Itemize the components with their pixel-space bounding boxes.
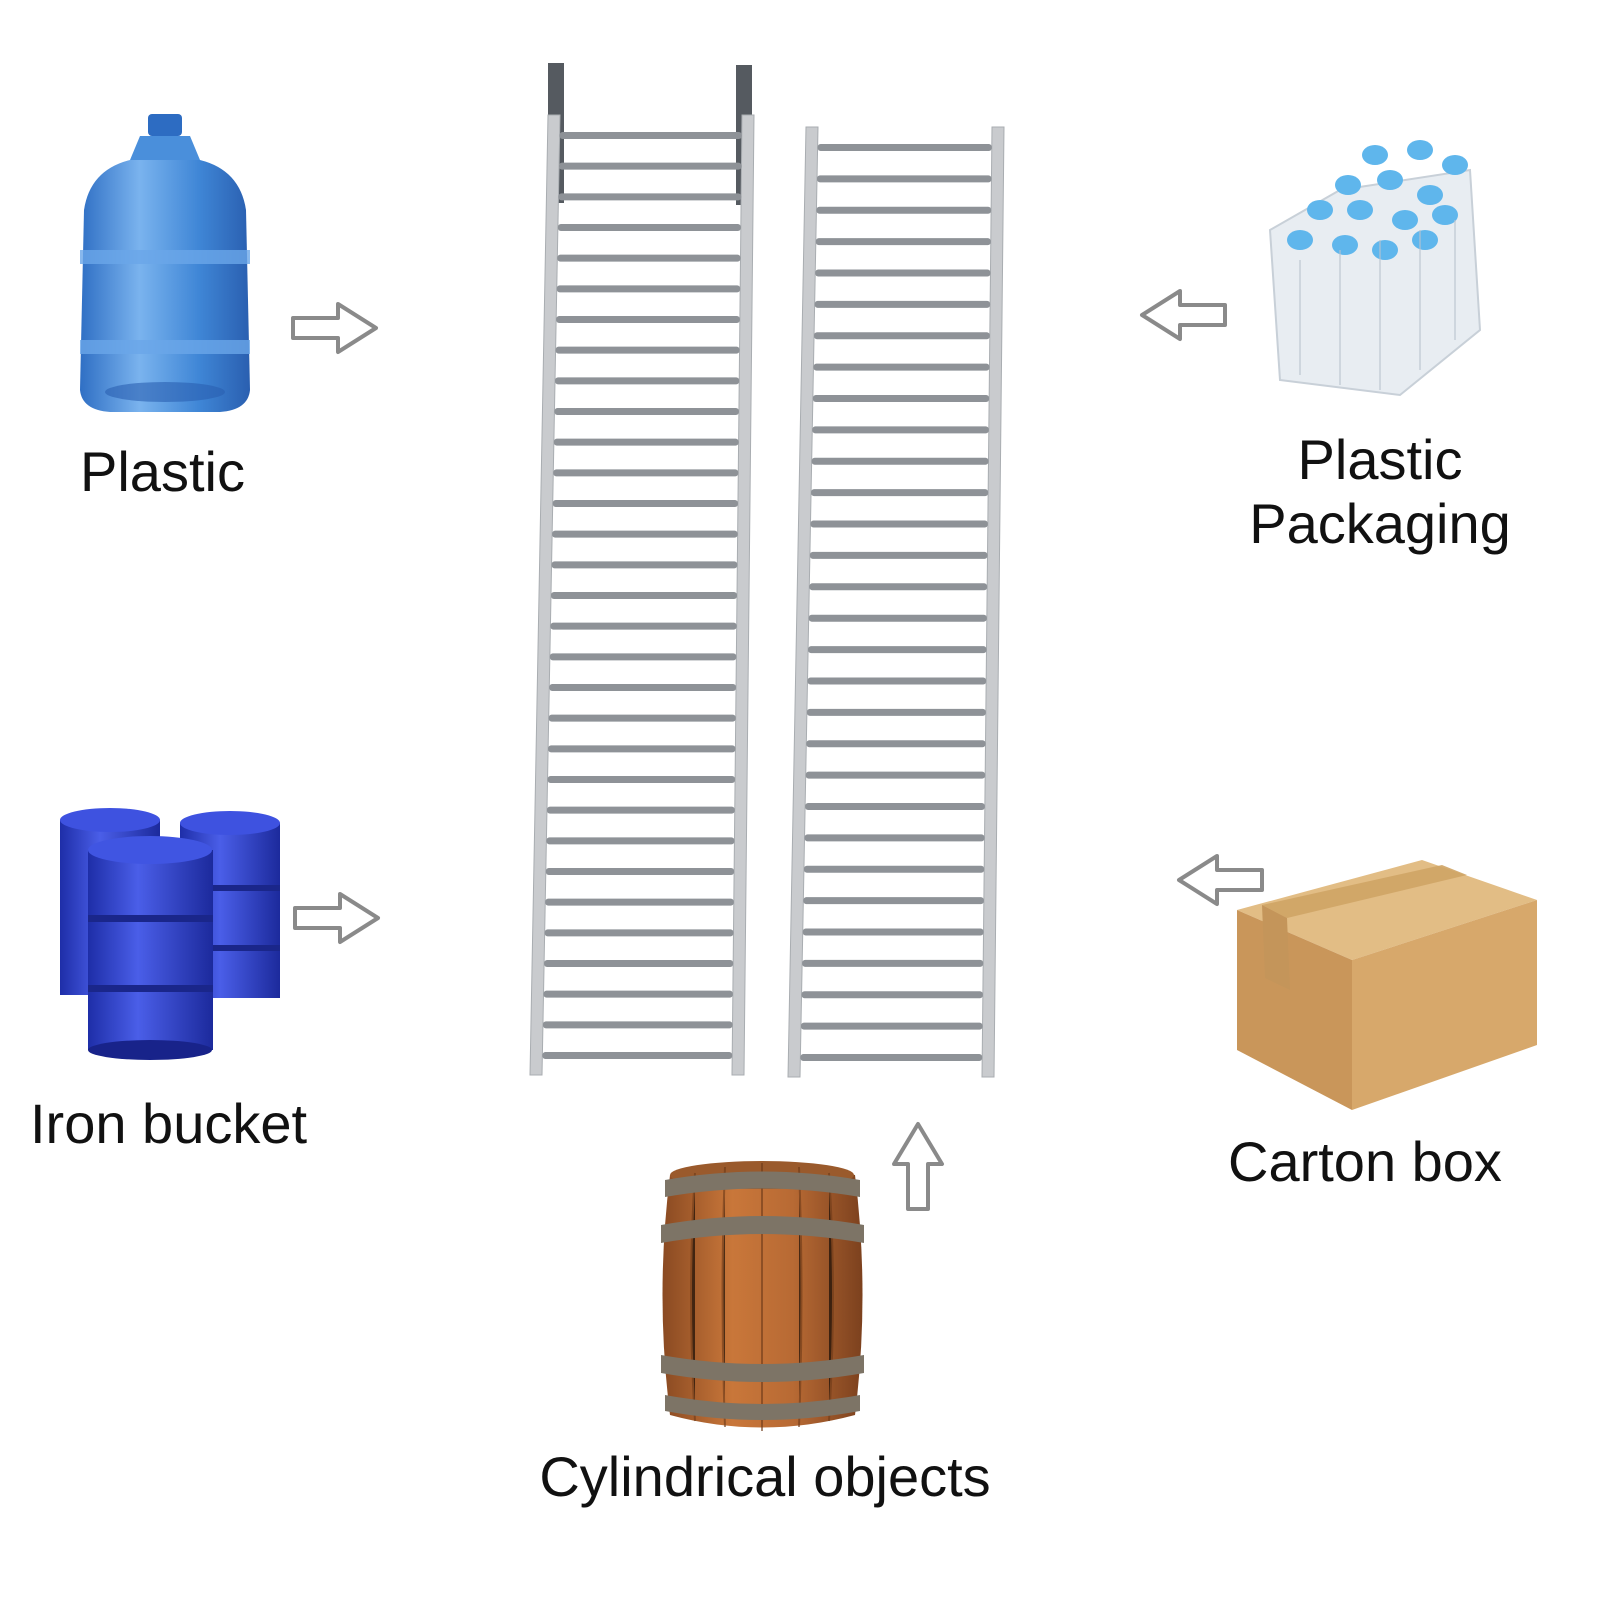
right-ramp-rail-left bbox=[787, 126, 819, 1078]
right-ramp-roller bbox=[800, 1054, 983, 1061]
left-ramp-rail-left bbox=[529, 114, 561, 1076]
left-ramp-roller bbox=[546, 806, 735, 814]
right-ramp-roller bbox=[816, 206, 992, 214]
right-ramp-roller bbox=[814, 332, 990, 340]
bottle-cap bbox=[1432, 205, 1458, 225]
left-ramp-roller bbox=[551, 592, 737, 599]
bottle-cap bbox=[1407, 140, 1433, 160]
right-ramp-rail-right bbox=[981, 126, 1005, 1078]
right-ramp-roller bbox=[805, 771, 986, 779]
bottle-cap bbox=[1392, 210, 1418, 230]
label-carton-box: Carton box bbox=[1228, 1130, 1502, 1193]
left-ramp-roller bbox=[544, 929, 734, 937]
bottle-cap bbox=[1362, 145, 1388, 165]
right-ramp-roller bbox=[814, 300, 991, 308]
left-ramp-roller bbox=[542, 1052, 733, 1059]
left-ramp-roller bbox=[547, 776, 736, 783]
bottle-cap bbox=[1307, 200, 1333, 220]
left-ramp-rail-right bbox=[731, 114, 755, 1076]
right-ramp-roller bbox=[802, 928, 984, 936]
bottle-cap bbox=[1287, 230, 1313, 250]
bottle-cap bbox=[1335, 175, 1361, 195]
left-ramp-roller bbox=[550, 622, 737, 630]
label-plastic-packaging-line1: Plastic bbox=[1297, 428, 1463, 491]
right-ramp-roller bbox=[809, 551, 988, 559]
right-ramp-roller bbox=[812, 426, 989, 434]
right-ramp-roller bbox=[806, 740, 986, 748]
right-ramp-roller bbox=[813, 363, 990, 371]
right-ramp-roller bbox=[811, 457, 989, 465]
left-ramp-roller bbox=[552, 500, 738, 507]
arrow-up-icon bbox=[890, 1120, 946, 1212]
plastic-packaging-image bbox=[1260, 130, 1490, 405]
roller-ramps bbox=[520, 55, 1020, 1095]
left-ramp-roller bbox=[557, 224, 741, 231]
left-ramp-roller bbox=[548, 745, 736, 753]
left-ramp-roller bbox=[557, 254, 741, 262]
left-ramp-roller bbox=[546, 837, 735, 845]
label-plastic-packaging: Plastic Packaging bbox=[1240, 428, 1520, 557]
right-ramp-roller bbox=[811, 489, 989, 497]
bottle-cap bbox=[1442, 155, 1468, 175]
left-ramp-roller bbox=[543, 990, 733, 998]
left-ramp-roller bbox=[559, 132, 742, 139]
right-ramp-roller bbox=[801, 991, 983, 999]
left-ramp-roller bbox=[553, 469, 739, 477]
right-ramp-roller bbox=[802, 959, 984, 967]
label-cylindrical-objects: Cylindrical objects bbox=[539, 1445, 991, 1508]
right-ramp-roller bbox=[803, 865, 985, 873]
arrow-right-icon bbox=[290, 300, 380, 356]
arrow-right-icon bbox=[292, 890, 382, 946]
left-ramp-roller bbox=[555, 377, 740, 385]
right-ramp-roller bbox=[803, 897, 984, 905]
right-ramp-roller bbox=[808, 646, 987, 654]
right-ramp-roller bbox=[817, 175, 992, 183]
arrow-left-icon bbox=[1138, 287, 1228, 343]
right-ramp-roller bbox=[800, 1022, 983, 1030]
right-ramp-roller bbox=[806, 708, 986, 716]
right-ramp-roller bbox=[805, 802, 985, 810]
left-ramp-roller bbox=[553, 438, 739, 446]
left-ramp-roller bbox=[555, 346, 740, 354]
bottle-cap bbox=[1377, 170, 1403, 190]
left-ramp-roller bbox=[552, 530, 738, 538]
roller-ramps-drawing bbox=[529, 63, 1005, 1078]
bottle-cap bbox=[1417, 185, 1443, 205]
bottle-cap bbox=[1412, 230, 1438, 250]
left-ramp-roller bbox=[545, 898, 734, 906]
left-ramp-roller bbox=[545, 868, 735, 875]
label-plastic-packaging-line2: Packaging bbox=[1249, 492, 1511, 556]
carton-box-image bbox=[1232, 850, 1542, 1115]
right-ramp-roller bbox=[815, 269, 991, 277]
left-ramp-roller bbox=[558, 193, 742, 201]
right-ramp-roller bbox=[817, 144, 992, 151]
left-ramp-roller bbox=[549, 653, 737, 661]
left-ramp-roller bbox=[551, 561, 738, 569]
wooden-barrel-image bbox=[655, 1155, 870, 1435]
right-ramp-roller bbox=[815, 238, 991, 246]
left-ramp-roller bbox=[542, 1021, 733, 1029]
bottle-cap bbox=[1372, 240, 1398, 260]
right-ramp-roller bbox=[807, 677, 987, 685]
left-ramp-roller bbox=[544, 960, 734, 967]
right-ramp-roller bbox=[808, 614, 987, 622]
right-ramp-roller bbox=[812, 395, 990, 403]
water-bottle-image bbox=[70, 110, 260, 420]
right-ramp-roller bbox=[809, 583, 988, 591]
left-ramp-roller bbox=[548, 714, 736, 722]
right-ramp-roller bbox=[804, 834, 985, 842]
label-iron-bucket: Iron bucket bbox=[30, 1092, 308, 1155]
right-ramp-roller bbox=[810, 520, 988, 528]
left-ramp-roller bbox=[556, 316, 740, 323]
left-ramp-roller bbox=[549, 684, 737, 691]
bottle-cap bbox=[1332, 235, 1358, 255]
arrow-left-icon bbox=[1175, 852, 1265, 908]
bottle-cap bbox=[1347, 200, 1373, 220]
label-plastic: Plastic bbox=[80, 440, 245, 503]
left-ramp-roller bbox=[559, 162, 742, 170]
iron-bucket-image bbox=[50, 805, 295, 1060]
left-ramp-roller bbox=[554, 408, 739, 415]
left-ramp-roller bbox=[556, 285, 741, 293]
